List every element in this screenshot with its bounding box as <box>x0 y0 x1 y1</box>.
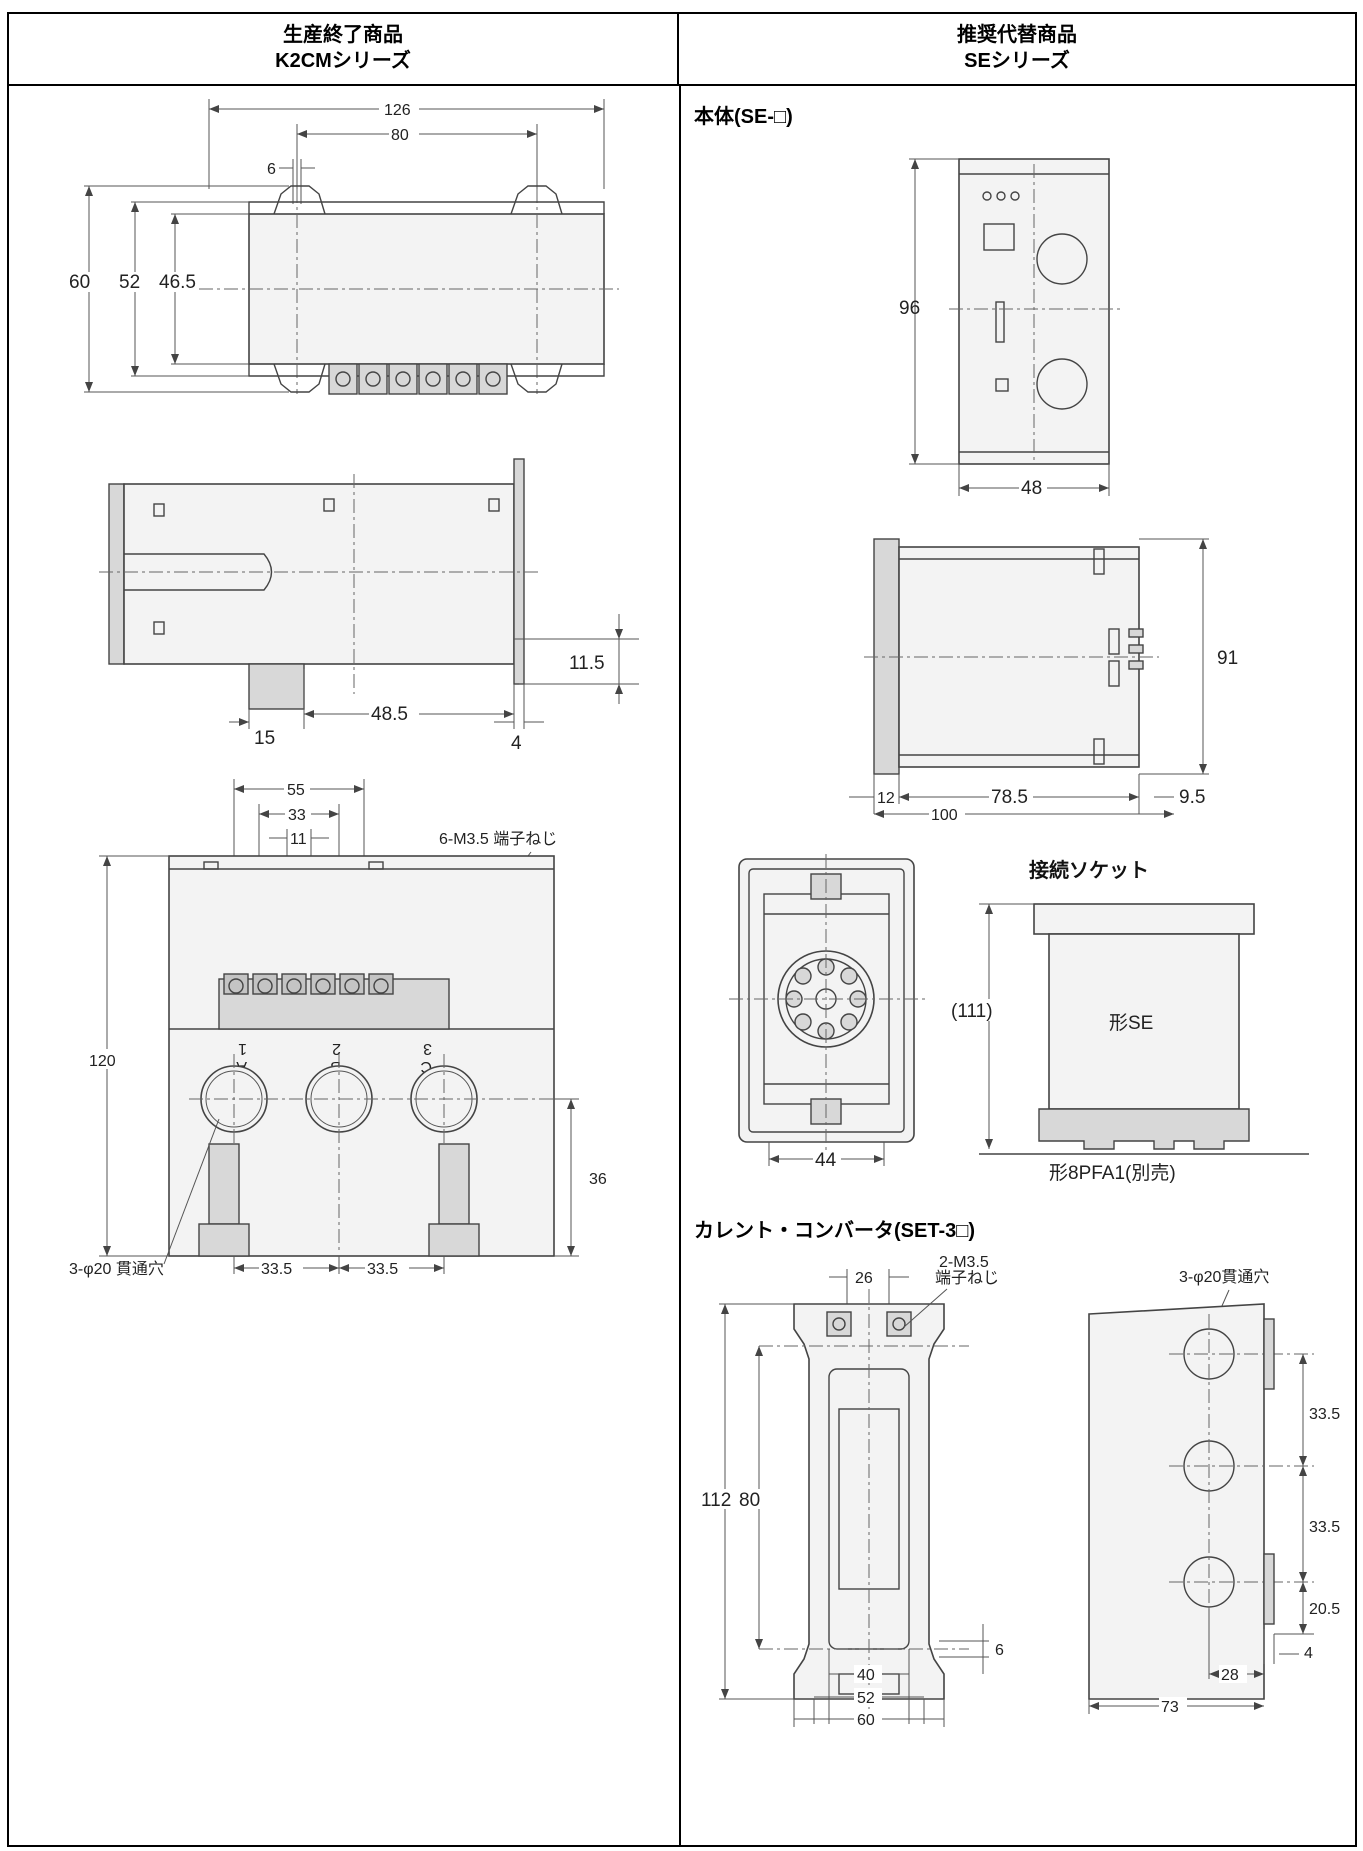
terminal-label-2: 2 <box>332 1040 341 1057</box>
terminal-label-1: 1 <box>238 1040 247 1057</box>
header-right-line2: SEシリーズ <box>964 50 1070 72</box>
ct-side-drawing: 3-φ20貫通穴 33.5 33.5 20.5 4 28 73 <box>1088 1268 1340 1716</box>
dim-52: 52 <box>119 272 140 293</box>
hole-note-3-phi20: 3-φ20 貫通穴 <box>69 1260 164 1278</box>
header-left-line1: 生産終了商品 <box>283 24 403 46</box>
dim-80-ct: 80 <box>739 1490 760 1511</box>
dim-60-ct: 60 <box>857 1712 875 1729</box>
top-view-terminals <box>328 363 508 395</box>
dim-36: 36 <box>589 1171 607 1188</box>
dim-112: 112 <box>701 1490 731 1511</box>
k2cm-top-view-drawing: 126 80 6 <box>69 99 619 395</box>
terminal-label-3: 3 <box>423 1040 432 1057</box>
dim-78-5: 78.5 <box>991 787 1028 808</box>
ct-front-drawing: 2-M3.5 端子ねじ 26 112 80 6 <box>699 1254 1004 1729</box>
dim-73: 73 <box>1161 1699 1179 1716</box>
dim-33-5-b-ct: 33.5 <box>1309 1519 1340 1536</box>
dim-9-5: 9.5 <box>1179 787 1205 808</box>
comparison-table: 生産終了商品 K2CMシリーズ 推奨代替商品 SEシリーズ 126 80 6 <box>7 12 1357 1847</box>
socket-side-drawing: 接続ソケット 形SE (111) 形8PFA1(別売) <box>949 858 1309 1184</box>
socket-title: 接続ソケット <box>1029 858 1149 882</box>
column-divider <box>679 86 681 1845</box>
screw-note-6-m3-5: 6-M3.5 端子ねじ <box>439 830 557 848</box>
se-body-side-drawing: 91 12 78.5 9.5 100 <box>849 538 1238 824</box>
dim-15: 15 <box>254 728 275 749</box>
section-title-ct: カレント・コンバータ(SET-3□) <box>694 1220 975 1242</box>
ct-hole-note: 3-φ20貫通穴 <box>1179 1268 1269 1286</box>
dim-48-5: 48.5 <box>371 704 408 725</box>
se-body-front-drawing: 96 48 <box>899 158 1124 499</box>
dim-12: 12 <box>877 790 895 807</box>
dim-126: 126 <box>384 102 411 119</box>
k2cm-front-view-drawing: 55 33 11 6-M3.5 端子ねじ 1 A 2 <box>69 779 607 1278</box>
dim-11-5: 11.5 <box>569 653 605 674</box>
dim-46-5: 46.5 <box>159 272 196 293</box>
dim-28: 28 <box>1221 1667 1239 1684</box>
k2cm-side-view-drawing: 11.5 48.5 15 4 <box>99 458 639 754</box>
dim-11: 11 <box>290 831 307 848</box>
dim-100: 100 <box>931 807 958 824</box>
dim-33-5-a-ct: 33.5 <box>1309 1406 1340 1423</box>
dim-80: 80 <box>391 127 409 144</box>
dim-91: 91 <box>1217 648 1238 669</box>
ct-screw-note-1: 2-M3.5 <box>939 1254 989 1271</box>
header-replacement: 推奨代替商品 SEシリーズ <box>679 14 1355 86</box>
dim-44: 44 <box>815 1150 837 1171</box>
dim-48: 48 <box>1021 478 1042 499</box>
page-top-strip <box>0 0 1363 10</box>
dim-4-ct: 4 <box>1304 1645 1313 1662</box>
pitch-33-5-a: 33.5 <box>261 1261 292 1278</box>
header-discontinued: 生産終了商品 K2CMシリーズ <box>9 14 679 86</box>
dim-6: 6 <box>267 161 276 178</box>
model-label-se: 形SE <box>1109 1012 1153 1034</box>
dim-33: 33 <box>288 807 306 824</box>
dim-111: (111) <box>951 1001 993 1022</box>
dim-20-5: 20.5 <box>1309 1601 1340 1618</box>
terminal-label-c: C <box>420 1058 432 1075</box>
dim-52-ct: 52 <box>857 1690 875 1707</box>
section-title-body: 本体(SE-□) <box>694 106 793 128</box>
dim-96: 96 <box>899 298 920 319</box>
header-right-line1: 推奨代替商品 <box>957 24 1077 46</box>
dim-55: 55 <box>287 782 305 799</box>
socket-model-label: 形8PFA1(別売) <box>1049 1162 1176 1184</box>
dim-6-ct: 6 <box>995 1642 1004 1659</box>
header-left-line2: K2CMシリーズ <box>275 50 411 72</box>
pitch-33-5-b: 33.5 <box>367 1261 398 1278</box>
dim-40: 40 <box>857 1667 875 1684</box>
dim-120: 120 <box>89 1053 116 1070</box>
dim-26: 26 <box>855 1270 873 1287</box>
socket-front-drawing: 44 <box>729 854 929 1171</box>
ct-screw-note-2: 端子ねじ <box>935 1269 999 1287</box>
front-view-terminal-block <box>218 973 450 1030</box>
dim-4: 4 <box>511 733 522 754</box>
dim-60: 60 <box>69 272 90 293</box>
